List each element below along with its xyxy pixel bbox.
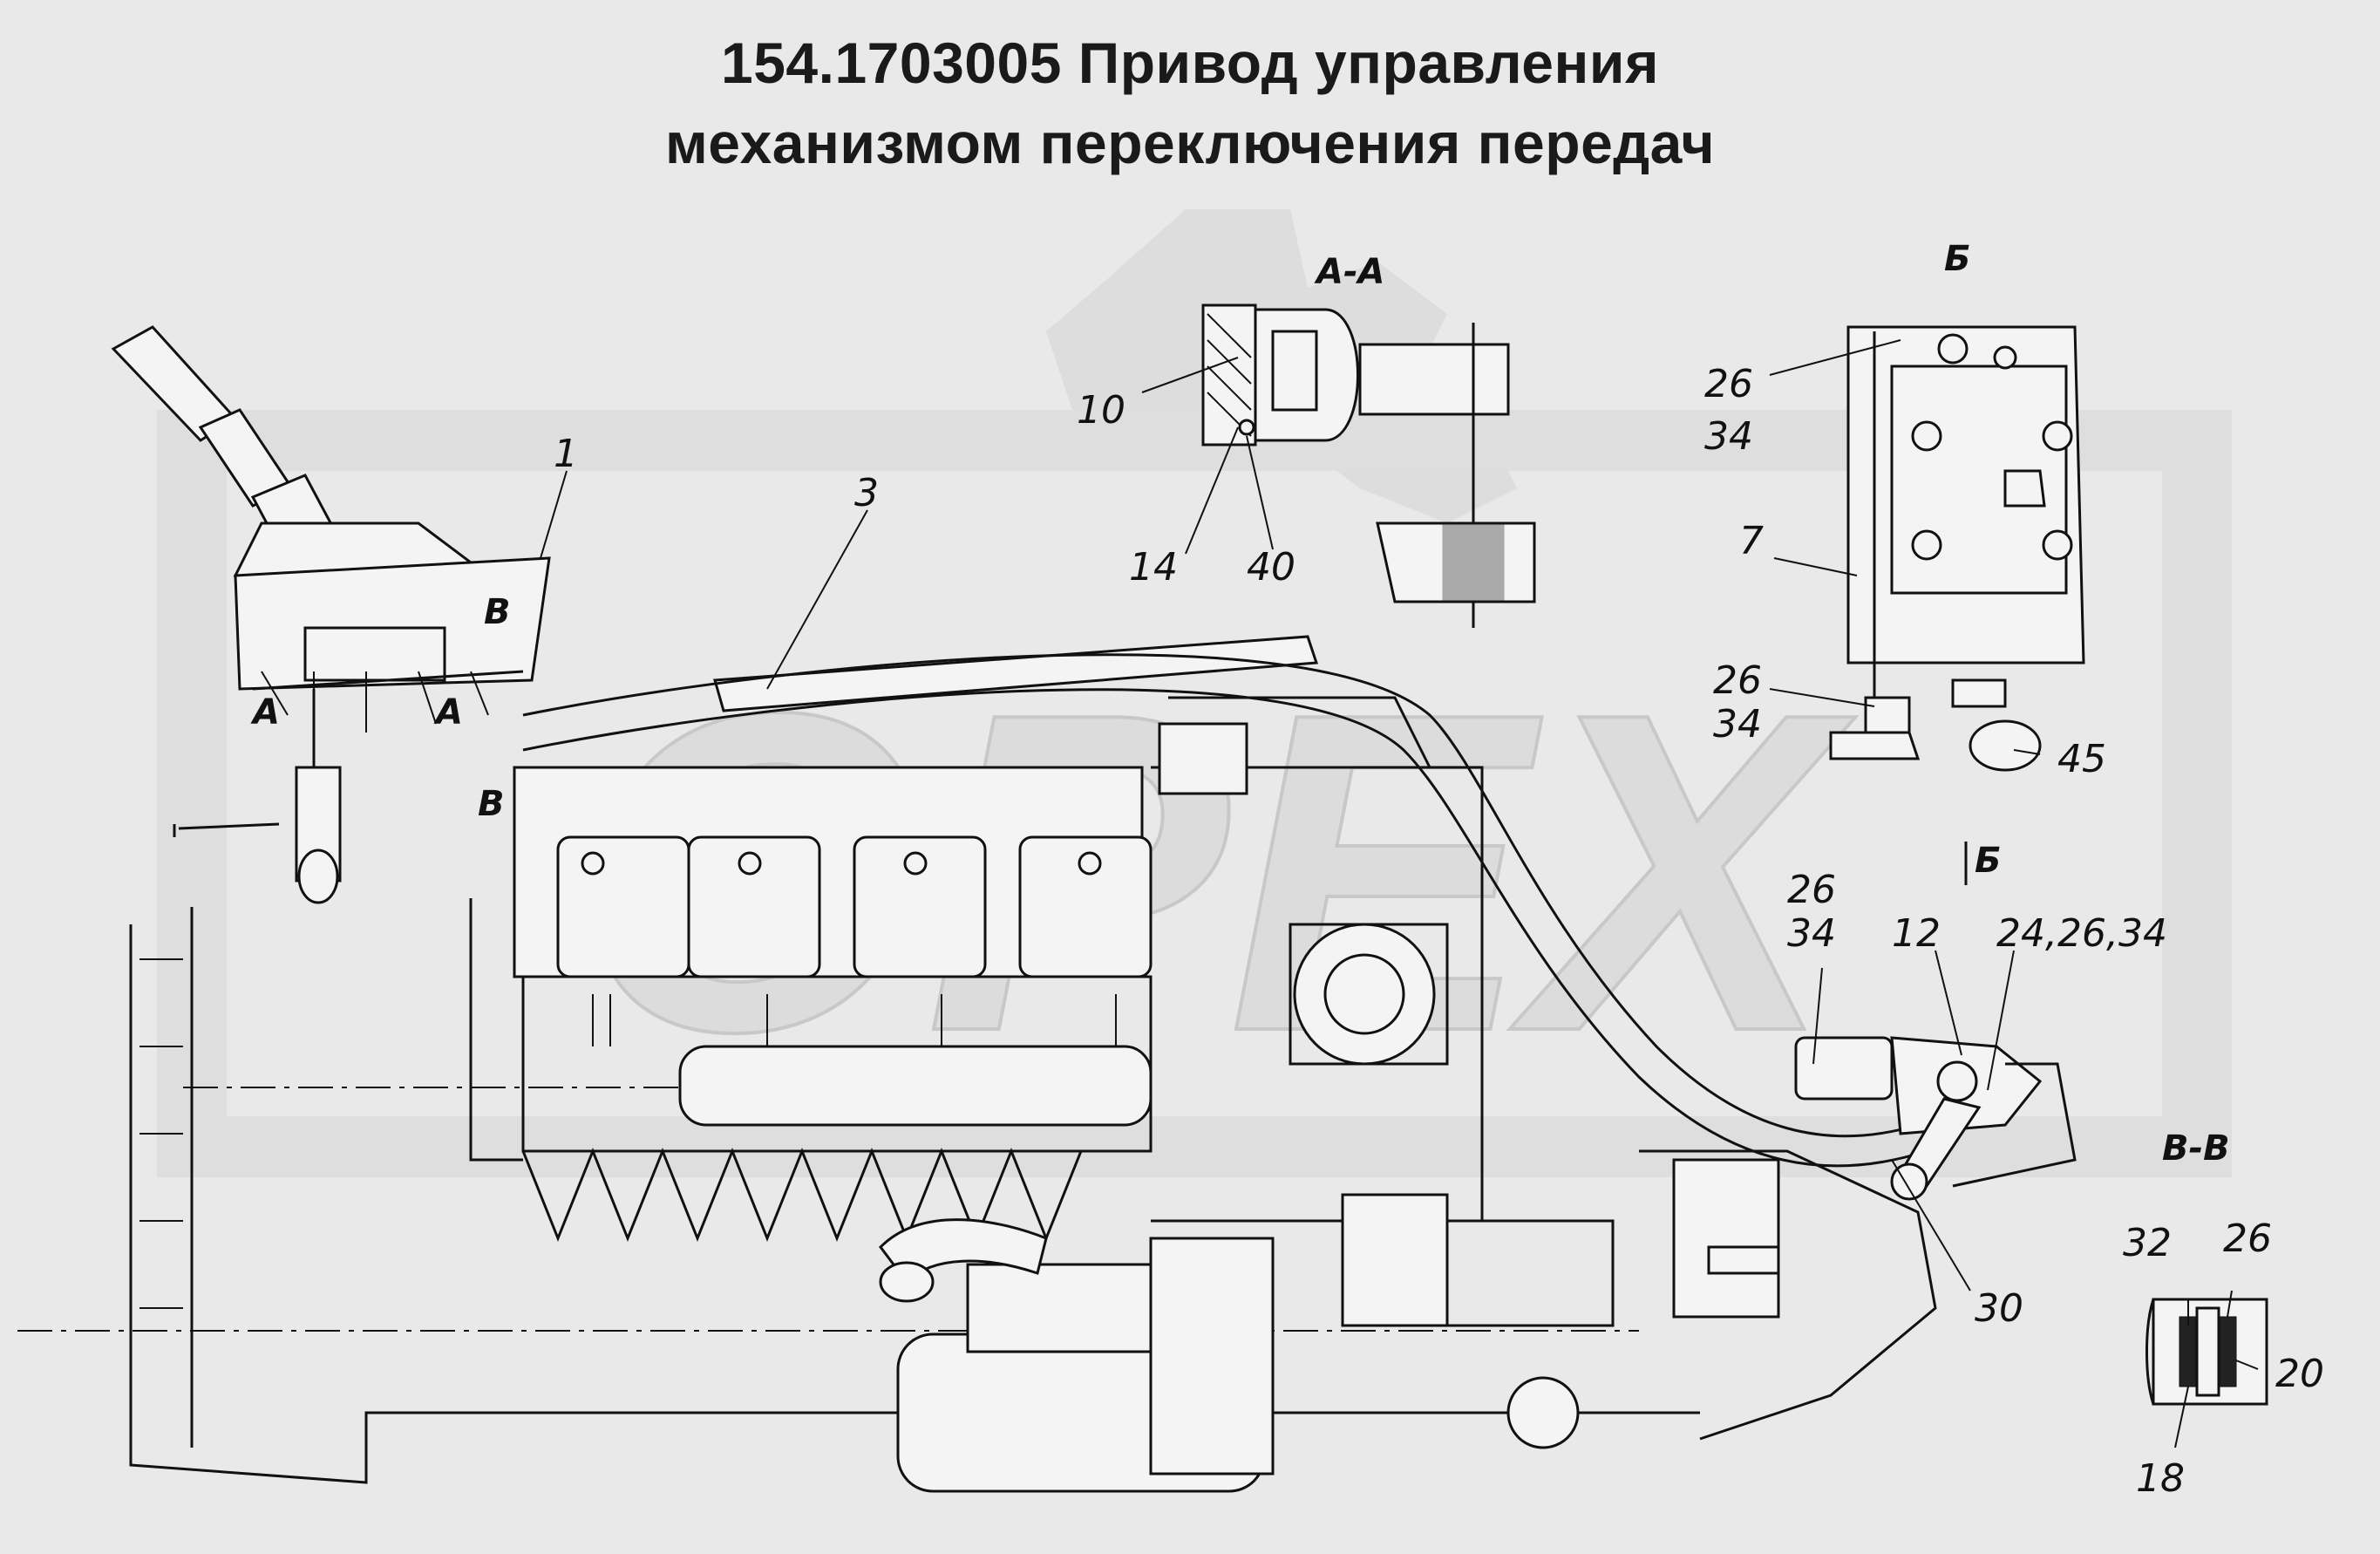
callout-32: 32 (2123, 1221, 2172, 1265)
callout-26-c: 26 (1787, 868, 1836, 912)
label-v-bottom: В (478, 784, 505, 824)
label-v-top: В (484, 592, 511, 632)
callout-20: 20 (2275, 1352, 2324, 1396)
callout-7: 7 (1739, 519, 1764, 563)
callout-26-a: 26 (1704, 362, 1753, 406)
callout-10: 10 (1077, 388, 1125, 433)
callout-26-b: 26 (1713, 658, 1762, 703)
watermark-logo: ОРЕХ (157, 209, 2232, 1177)
shift-mechanism-remote (1794, 1036, 2077, 1201)
label-view-b: Б (1944, 239, 1971, 279)
callout-40: 40 (1247, 545, 1295, 590)
callout-34-b: 34 (1713, 702, 1762, 746)
callout-45: 45 (2057, 737, 2106, 781)
detail-section-a-a (1201, 303, 1536, 628)
detail-section-v-v (2145, 1298, 2268, 1406)
callout-24-26-34: 24,26,34 (1996, 911, 2167, 956)
callout-18: 18 (2136, 1456, 2185, 1501)
label-a-mid: А (433, 692, 463, 733)
callout-26-d: 26 (2223, 1217, 2272, 1261)
callout-14: 14 (1129, 545, 1178, 590)
callout-34-c: 34 (1787, 911, 1836, 956)
title-line-2: механизмом переключения передач (664, 111, 1716, 175)
engine-block (129, 696, 1700, 1484)
callout-34-a: 34 (1704, 414, 1753, 459)
gearbox-housing (1341, 1149, 1937, 1441)
starter-motor (879, 1218, 1580, 1493)
detail-view-b (1829, 325, 2085, 772)
title-line-1: 154.1703005 Привод управления (721, 31, 1659, 95)
callout-30: 30 (1975, 1286, 2023, 1331)
label-section-vv: В-В (2162, 1128, 2230, 1169)
watermark-text: ОРЕХ (574, 619, 1857, 1126)
callout-12: 12 (1892, 911, 1941, 956)
callout-1: 1 (554, 432, 578, 476)
turbocharger (1289, 923, 1449, 1066)
shift-rod (522, 635, 1928, 1168)
label-view-b-arrow: Б (1975, 841, 2002, 881)
callout-3: 3 (854, 471, 879, 515)
gear-lever-assembly (111, 325, 551, 904)
label-a-left: А (250, 692, 280, 733)
label-section-aa: А-А (1314, 252, 1385, 292)
leader-lines (540, 339, 2259, 1448)
